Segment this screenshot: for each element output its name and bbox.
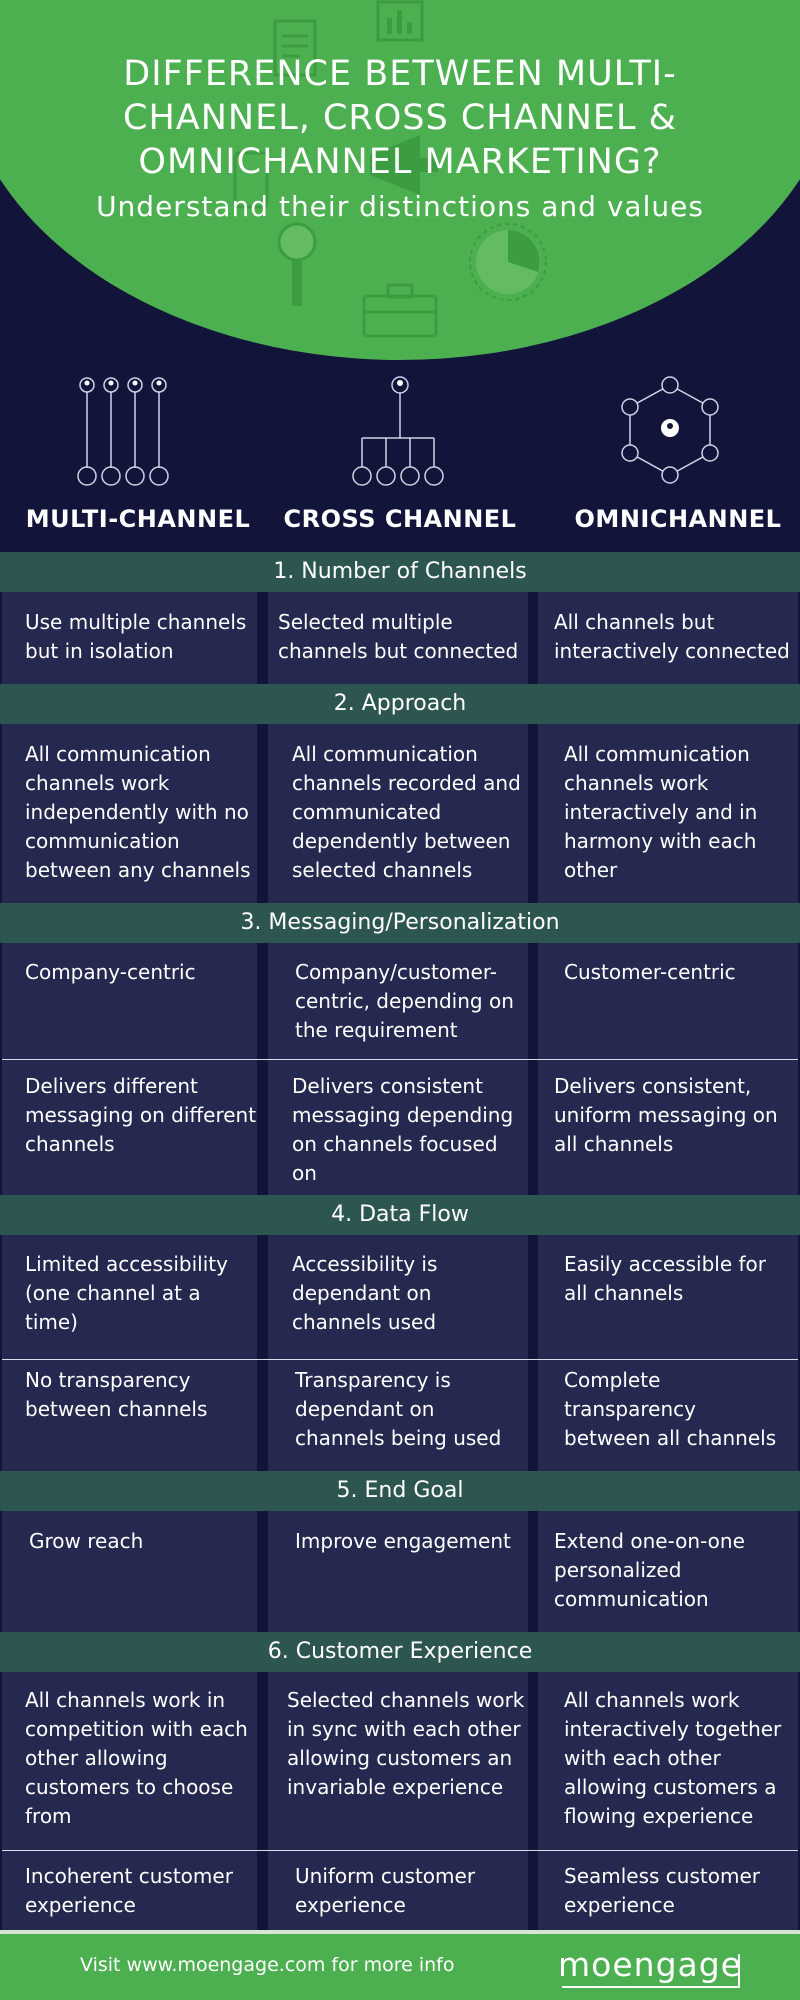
magnifier-icon (277, 222, 317, 306)
section-header: 6. Customer Experience (0, 1632, 800, 1672)
table-cell: Delivers consistent, uniform messaging o… (554, 1074, 778, 1156)
briefcase-icon (362, 283, 438, 338)
moengage-logo: moengage (558, 1945, 742, 1984)
column-header-omnichannel: OMNICHANNEL (574, 505, 782, 533)
column-background-multi (2, 552, 257, 1932)
page-title: DIFFERENCE BETWEEN MULTI-CHANNEL, CROSS … (123, 54, 677, 182)
megaphone-icon (370, 135, 438, 195)
section-header: 5. End Goal (0, 1471, 800, 1511)
cross-channel-icon (352, 376, 444, 486)
table-cell: All communication channels work independ… (25, 742, 251, 882)
logo-underline (562, 1986, 740, 1988)
row-divider (2, 1059, 798, 1060)
bar-chart-icon (376, 0, 424, 42)
table-cell: No transparency between channels (25, 1368, 208, 1421)
table-cell: Selected channels work in sync with each… (287, 1688, 525, 1799)
table-cell: All communication channels recorded and … (292, 742, 521, 882)
logo-bracket (738, 1954, 740, 1988)
multi-channel-icon (77, 377, 169, 486)
footer: Visit www.moengage.com for more info moe… (0, 1934, 800, 2000)
table-cell: Use multiple channels but in isolation (25, 610, 247, 663)
table-cell: Incoherent customer experience (25, 1864, 233, 1917)
table-cell: Limited accessibility (one channel at a … (25, 1252, 228, 1334)
section-header: 2. Approach (0, 684, 800, 724)
table-cell: Improve engagement (295, 1529, 511, 1553)
footer-link-text[interactable]: Visit www.moengage.com for more info (80, 1954, 455, 1976)
table-cell: Delivers different messaging on differen… (25, 1074, 257, 1156)
table-cell: Company/customer-centric, depending on t… (295, 960, 514, 1042)
row-divider (2, 1359, 798, 1360)
table-cell: Selected multiple channels but connected (278, 610, 519, 663)
table-cell: Uniform customer experience (295, 1864, 476, 1917)
document-icon (273, 19, 317, 77)
table-cell: Delivers consistent messaging depending … (292, 1074, 514, 1185)
column-background-cross (268, 552, 528, 1932)
table-cell: All channels work interactively together… (564, 1688, 782, 1828)
column-background-omni (538, 552, 798, 1932)
footer-divider (0, 1930, 800, 1934)
table-cell: Complete transparency between all channe… (564, 1368, 777, 1450)
section-header: 3. Messaging/Personalization (0, 903, 800, 943)
page-subtitle: Understand their distinctions and values (96, 190, 704, 223)
pie-chart-icon (469, 223, 547, 301)
table-cell: All channels work in competition with ea… (25, 1688, 248, 1828)
table-cell: Grow reach (29, 1529, 144, 1553)
column-header-multi-channel: MULTI-CHANNEL (25, 505, 251, 533)
table-cell: Accessibility is dependant on channels u… (292, 1252, 438, 1334)
table-cell: All communication channels work interact… (564, 742, 758, 882)
table-cell: Easily accessible for all channels (564, 1252, 766, 1305)
table-cell: Extend one-on-one personalized communica… (554, 1529, 745, 1611)
phone-icon (233, 151, 269, 209)
table-cell: All channels but interactively connected (554, 610, 790, 663)
section-header: 4. Data Flow (0, 1195, 800, 1235)
section-header: 1. Number of Channels (0, 552, 800, 592)
table-cell: Company-centric (25, 960, 196, 984)
row-divider (2, 1850, 798, 1851)
column-header-cross-channel: CROSS CHANNEL (283, 505, 517, 533)
table-cell: Seamless customer experience (564, 1864, 760, 1917)
table-cell: Transparency is dependant on channels be… (295, 1368, 502, 1450)
omnichannel-icon (621, 376, 719, 484)
table-cell: Customer-centric (564, 960, 736, 984)
header: DIFFERENCE BETWEEN MULTI-CHANNEL, CROSS … (0, 0, 800, 360)
